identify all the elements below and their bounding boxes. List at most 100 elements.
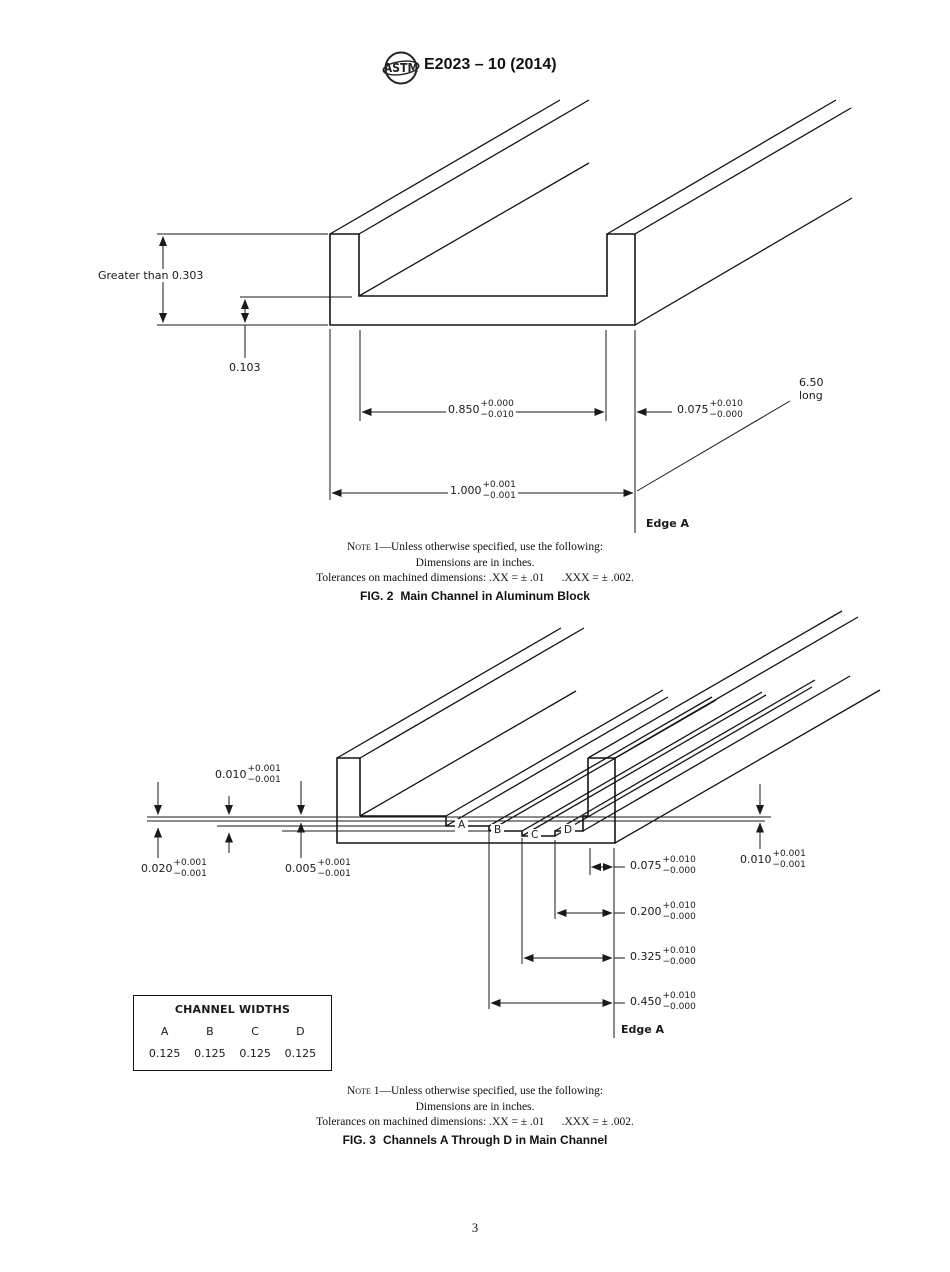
tol-plus: +0.001 bbox=[173, 858, 207, 868]
fig2-caption-title: Main Channel in Aluminum Block bbox=[400, 589, 590, 603]
dim-depth-top: 0.010 +0.001 −0.001 bbox=[213, 764, 283, 786]
page-header: ASTM E2023 – 10 (2014) bbox=[0, 46, 950, 86]
fig2-drawing bbox=[157, 99, 853, 533]
fig3-caption-title: Channels A Through D in Main Channel bbox=[382, 1133, 608, 1147]
dim-value: 0.075 bbox=[630, 858, 662, 872]
tol-plus: +0.010 bbox=[709, 399, 743, 409]
table-cell: 0.125 bbox=[239, 1047, 271, 1060]
table-title: CHANNEL WIDTHS bbox=[174, 1003, 291, 1016]
dim-depth-005: 0.005 +0.001 −0.001 bbox=[283, 858, 353, 880]
channel-label-a: A bbox=[455, 819, 469, 832]
fig2-note-line1: Note 1—Unless otherwise specified, use t… bbox=[0, 541, 950, 553]
tol-minus: −0.001 bbox=[772, 859, 806, 870]
fig3-note-line2: Dimensions are in inches. bbox=[415, 1101, 535, 1113]
dim-depth-right: 0.010 +0.001 −0.001 bbox=[738, 849, 808, 871]
dim-value: 0.200 bbox=[630, 904, 662, 918]
dim-offset-200: 0.200 +0.010 −0.000 bbox=[628, 901, 698, 923]
fig3-note-line3: Tolerances on machined dimensions: .XX =… bbox=[316, 1116, 634, 1128]
length-value: 6.50 bbox=[799, 376, 824, 389]
table-header: D bbox=[296, 1025, 305, 1038]
dim-offset-075: 0.075 +0.010 −0.000 bbox=[628, 855, 698, 877]
dim-depth-020: 0.020 +0.001 −0.001 bbox=[139, 858, 209, 880]
table-header: B bbox=[206, 1025, 214, 1038]
tol-plus: +0.010 bbox=[662, 946, 696, 956]
tol-minus: −0.010 bbox=[480, 409, 514, 420]
tol-minus: −0.000 bbox=[709, 409, 743, 420]
dim-tolerance: +0.010 −0.000 bbox=[663, 855, 696, 877]
tol-minus: −0.001 bbox=[247, 774, 281, 785]
tol-minus: −0.000 bbox=[662, 911, 696, 922]
dim-tolerance: +0.001 −0.001 bbox=[318, 858, 351, 880]
table-cell: 0.125 bbox=[284, 1047, 317, 1060]
fig3-drawing bbox=[147, 610, 881, 1038]
dim-tolerance: +0.001 −0.001 bbox=[483, 480, 516, 502]
dim-value: 0.850 bbox=[448, 402, 480, 416]
dim-value: 0.075 bbox=[677, 402, 709, 416]
dim-value: 0.010 bbox=[740, 852, 772, 866]
fig3-caption-number: FIG. 3 bbox=[342, 1133, 376, 1147]
fig2-note-line2: Dimensions are in inches. bbox=[415, 557, 535, 569]
channel-label-c: C bbox=[528, 829, 542, 842]
table-cell: 0.125 bbox=[194, 1047, 226, 1060]
note-label: Note 1 bbox=[346, 541, 380, 553]
edge-a-label-fig3: Edge A bbox=[619, 1023, 667, 1036]
tol-plus: +0.000 bbox=[480, 399, 514, 409]
note-label: Note 1 bbox=[346, 1085, 380, 1097]
channel-widths-table: CHANNEL WIDTHS A B C D 0.125 0.125 0.125… bbox=[133, 995, 332, 1071]
dim-value: 0.450 bbox=[630, 994, 662, 1008]
tol-plus: +0.001 bbox=[772, 849, 806, 859]
dim-block-height: Greater than 0.303 bbox=[96, 269, 206, 282]
dim-value: 0.020 bbox=[141, 861, 173, 875]
fig2-caption: FIG. 2 Main Channel in Aluminum Block bbox=[0, 589, 950, 603]
dim-value: 1.000 bbox=[450, 483, 482, 497]
dim-total-width: 1.000 +0.001 −0.001 bbox=[448, 480, 518, 502]
note-text: —Unless otherwise specified, use the fol… bbox=[379, 541, 604, 553]
dim-wall-width: 0.075 +0.010 −0.000 bbox=[675, 399, 745, 421]
dim-value: 0.010 bbox=[215, 767, 247, 781]
tol-plus: +0.010 bbox=[662, 855, 696, 865]
dim-value: 0.325 bbox=[630, 949, 662, 963]
tol-minus: −0.001 bbox=[173, 868, 207, 879]
svg-text:ASTM: ASTM bbox=[384, 60, 419, 75]
tol-minus: −0.000 bbox=[662, 1001, 696, 1012]
channel-label-b: B bbox=[491, 824, 505, 837]
standard-designation: E2023 – 10 (2014) bbox=[424, 56, 557, 73]
dim-tolerance: +0.010 −0.000 bbox=[663, 991, 696, 1013]
fig2-caption-number: FIG. 2 bbox=[360, 589, 394, 603]
dim-tolerance: +0.010 −0.000 bbox=[663, 946, 696, 968]
fig3-note-line1: Note 1—Unless otherwise specified, use t… bbox=[0, 1085, 950, 1097]
page-number: 3 bbox=[471, 1221, 479, 1235]
dim-value: 0.005 bbox=[285, 861, 317, 875]
tol-minus: −0.000 bbox=[662, 865, 696, 876]
table-value-row: 0.125 0.125 0.125 0.125 bbox=[134, 1047, 331, 1060]
tol-minus: −0.000 bbox=[662, 956, 696, 967]
table-header: A bbox=[160, 1025, 169, 1038]
dim-offset-450: 0.450 +0.010 −0.000 bbox=[628, 991, 698, 1013]
tol-plus: +0.010 bbox=[662, 991, 696, 1001]
tol-plus: +0.010 bbox=[662, 901, 696, 911]
table-header-row: A B C D bbox=[134, 1025, 331, 1038]
tol-minus: −0.001 bbox=[317, 868, 351, 879]
astm-logo-icon: ASTM bbox=[382, 51, 420, 85]
channel-label-d: D bbox=[561, 824, 576, 837]
dim-floor-thickness: 0.103 bbox=[227, 361, 263, 374]
tol-plus: +0.001 bbox=[482, 480, 516, 490]
dim-offset-325: 0.325 +0.010 −0.000 bbox=[628, 946, 698, 968]
edge-a-label-fig2: Edge A bbox=[644, 517, 692, 530]
note-text: —Unless otherwise specified, use the fol… bbox=[379, 1085, 604, 1097]
dim-tolerance: +0.000 −0.010 bbox=[481, 399, 514, 421]
table-cell: 0.125 bbox=[148, 1047, 181, 1060]
fig2-note-line3: Tolerances on machined dimensions: .XX =… bbox=[316, 572, 634, 584]
dim-tolerance: +0.001 −0.001 bbox=[174, 858, 207, 880]
fig3-block-outline bbox=[336, 757, 616, 844]
dim-tolerance: +0.001 −0.001 bbox=[773, 849, 806, 871]
dim-tolerance: +0.010 −0.000 bbox=[710, 399, 743, 421]
dim-tolerance: +0.001 −0.001 bbox=[248, 764, 281, 786]
tol-plus: +0.001 bbox=[317, 858, 351, 868]
dim-block-length: 6.50 long bbox=[797, 376, 826, 402]
fig3-caption: FIG. 3 Channels A Through D in Main Chann… bbox=[0, 1133, 950, 1147]
length-unit: long bbox=[799, 389, 823, 402]
dim-tolerance: +0.010 −0.000 bbox=[663, 901, 696, 923]
